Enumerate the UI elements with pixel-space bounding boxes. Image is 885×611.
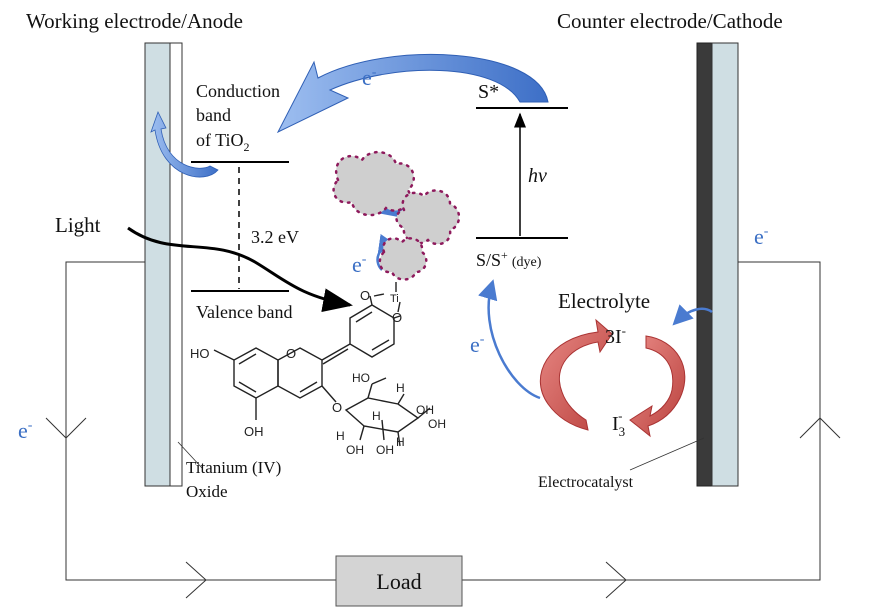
oxide-label-line2: Oxide	[186, 482, 228, 501]
anode-glass	[144, 42, 171, 487]
anode-tio2-layer	[169, 42, 183, 487]
external-circuit	[45, 261, 841, 599]
dye-cluster-2	[395, 189, 461, 246]
injection-arrow	[276, 53, 549, 134]
regeneration-arrow	[478, 279, 541, 400]
dye-clusters	[332, 151, 461, 281]
atom-h-1: H	[396, 381, 405, 395]
atom-oh-2: OH	[416, 403, 434, 417]
cb-to-anode-arrow	[150, 110, 219, 178]
electron-label-cluster: e-	[352, 252, 367, 277]
atom-o-glyco: O	[332, 400, 342, 415]
oxide-label-line1: Titanium (IV)	[186, 458, 281, 477]
atom-ho-2: HO	[352, 371, 370, 385]
bandgap-label: 3.2 eV	[251, 227, 299, 247]
atom-o-2: O	[392, 310, 402, 325]
vb-label: Valence band	[196, 302, 292, 322]
anode-title: Working electrode/Anode	[26, 9, 243, 33]
cb-label-line3: of TiO2	[196, 130, 250, 154]
redox-arrow-left	[539, 318, 613, 431]
circuit-wire-right	[462, 261, 821, 581]
atom-ti: Ti	[390, 293, 399, 305]
circuit-wire-left	[65, 261, 336, 581]
triiodide-label: I3-	[612, 408, 625, 439]
cathode-title: Counter electrode/Cathode	[557, 9, 783, 33]
atom-oh-5: OH	[376, 443, 394, 457]
electron-label-injection: e-	[362, 65, 377, 90]
circuit-arrow-left	[45, 417, 87, 439]
atom-o-ring: O	[286, 346, 296, 361]
atom-oh-1: OH	[244, 424, 264, 439]
oxide-pointer-line	[177, 441, 203, 469]
redox-arrow-right	[629, 335, 686, 438]
circuit-arrow-right	[799, 417, 841, 439]
cathode-glass	[711, 42, 739, 487]
catalyst-label: Electrocatalyst	[538, 474, 634, 491]
dye-cluster-3	[378, 237, 428, 281]
atom-h-3: H	[336, 429, 345, 443]
ground-state-label: S/S+(dye)	[476, 248, 542, 270]
electrolyte-label: Electrolyte	[558, 289, 650, 313]
excited-state-label: S*	[478, 81, 499, 103]
atom-o-1: O	[360, 288, 370, 303]
atom-oh-3: OH	[428, 417, 446, 431]
anode-electrode	[144, 42, 183, 487]
load-label: Load	[376, 569, 421, 594]
load-box: Load	[335, 555, 463, 607]
electron-label-regeneration: e-	[470, 332, 485, 357]
iodide-label: 3I-	[605, 323, 626, 348]
anthocyanin-molecule	[213, 282, 431, 447]
photon-label: hv	[528, 165, 547, 187]
circuit-arrow-bottom-left	[185, 561, 207, 599]
molecule-atom-labels: Ti O O O HO OH O HO H OH OH H H OH OH H	[190, 288, 446, 457]
light-ray-arrow	[127, 226, 353, 313]
circuit-arrow-bottom-right	[605, 561, 627, 599]
atom-oh-4: OH	[346, 443, 364, 457]
cathode-electrode	[696, 42, 739, 487]
cathode-to-electrolyte-arrow	[672, 304, 713, 326]
electron-label-left-circuit: e-	[18, 418, 33, 443]
atom-h-4: H	[396, 435, 405, 449]
dye-cluster-1	[332, 151, 415, 217]
catalyst-pointer-line	[629, 437, 705, 471]
atom-h-2: H	[372, 409, 381, 423]
atom-ho-1: HO	[190, 346, 210, 361]
electron-label-right-circuit: e-	[754, 224, 769, 249]
cb-label-line1: Conduction	[196, 81, 280, 101]
light-label: Light	[55, 213, 101, 237]
cb-label-line2: band	[196, 105, 231, 125]
electron-labels: e- e- e- e- e-	[18, 65, 769, 443]
cathode-catalyst-layer	[696, 42, 713, 487]
